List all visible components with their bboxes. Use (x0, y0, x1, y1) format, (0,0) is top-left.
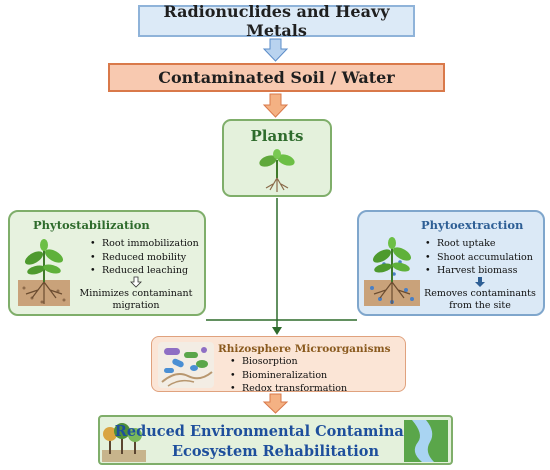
trees-icon (102, 423, 146, 462)
phytostabilization-title: Phytostabilization (33, 218, 150, 232)
outline-arrow-down (130, 276, 142, 288)
outcome-line: from the site (449, 300, 511, 311)
source-label: Radionuclides and Heavy Metals (163, 2, 390, 40)
phytostabilization-outcome: Minimizes contaminant migration (72, 288, 200, 312)
phytoextraction-list: Root uptake Shoot accumulation Harvest b… (425, 237, 533, 278)
flow-arrow-down (262, 393, 289, 414)
result-line-2: Ecosystem Rehabilitation (171, 443, 379, 460)
list-item: Root uptake (425, 237, 533, 251)
list-item: Reduced mobility (90, 251, 199, 265)
contaminated-label: Contaminated Soil / Water (158, 68, 395, 87)
list-item: Biomineralization (230, 369, 347, 383)
outcome-line: migration (112, 300, 160, 311)
phytoextraction-outcome: Removes contaminants from the site (417, 288, 543, 312)
outcome-line: Removes contaminants (424, 288, 536, 299)
list-item: Biosorption (230, 355, 347, 369)
list-item: Root immobilization (90, 237, 199, 251)
list-item: Shoot accumulation (425, 251, 533, 265)
rhizosphere-list: Biosorption Biomineralization Redox tran… (230, 355, 347, 396)
phytoextraction-box: Phytoextraction Root uptake Shoot accumu… (357, 210, 545, 316)
phytostabilization-list: Root immobilization Reduced mobility Red… (90, 237, 199, 278)
connector-arrowhead (272, 327, 282, 335)
seedling-icon (259, 149, 295, 192)
phytoextraction-title: Phytoextraction (421, 218, 524, 232)
microbes-icon (158, 342, 214, 388)
outcome-line: Minimizes contaminant (79, 288, 193, 299)
phytostabilization-box: Phytostabilization Root immobilization R… (8, 210, 206, 316)
rhizosphere-box: Rhizosphere Microorganisms Biosorption B… (151, 336, 406, 395)
contaminated-box: Contaminated Soil / Water (108, 63, 445, 92)
plant-uptake-icon (364, 237, 420, 306)
plants-title: Plants (250, 127, 304, 145)
rhizosphere-title: Rhizosphere Microorganisms (218, 343, 391, 355)
plants-box: Plants (222, 119, 332, 197)
result-box: Reduced Environmental Contamination Ecos… (98, 415, 453, 465)
result-line-1: Reduced Environmental Contamination (114, 423, 437, 440)
flow-arrow-down (262, 38, 289, 62)
river-landscape-icon (404, 420, 448, 462)
list-item: Redox transformation (230, 382, 347, 396)
plant-roots-icon (18, 239, 70, 306)
list-item: Harvest biomass (425, 264, 533, 278)
solid-arrow-down (475, 277, 485, 287)
list-item: Reduced leaching (90, 264, 199, 278)
source-box: Radionuclides and Heavy Metals (138, 2, 415, 40)
flow-arrow-down (262, 93, 289, 118)
